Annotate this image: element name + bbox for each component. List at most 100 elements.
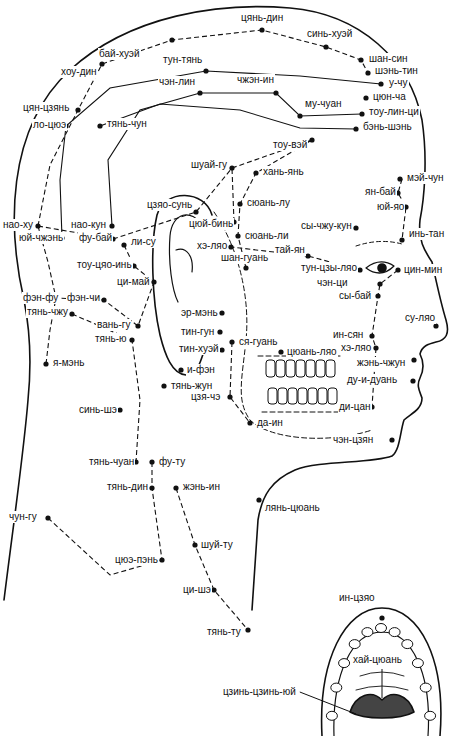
acupoint-dot bbox=[410, 378, 415, 383]
point-label: тянь-ю bbox=[94, 333, 128, 345]
meridian-line bbox=[113, 140, 312, 239]
acupoint-dot bbox=[45, 515, 50, 520]
point-label: ду-и-дуань bbox=[346, 374, 398, 386]
acupoint-dot bbox=[173, 485, 178, 490]
point-label: ци-шэ bbox=[182, 584, 212, 596]
acupoint-dot bbox=[373, 345, 378, 350]
acupoint-dot bbox=[117, 407, 122, 412]
point-label: фэн-чи bbox=[66, 292, 101, 304]
point-label: цзяо-сунь bbox=[146, 199, 193, 211]
point-label: бэнь-шэнь bbox=[362, 121, 413, 133]
point-label: цюань-ляо bbox=[286, 346, 338, 358]
meridian-line bbox=[38, 30, 368, 226]
point-label: синь-хуэй bbox=[306, 28, 353, 40]
point-label: сы-бай bbox=[338, 290, 372, 302]
point-label: фэн-фу bbox=[22, 292, 59, 304]
tongue bbox=[350, 695, 414, 718]
meridian-line bbox=[48, 518, 162, 575]
point-label: чэн-лин bbox=[158, 76, 196, 88]
point-label: инь-тан bbox=[408, 228, 445, 240]
inset-tooth bbox=[425, 711, 436, 720]
acupoint-dot bbox=[375, 293, 380, 298]
inset-tooth bbox=[412, 659, 423, 668]
acupoint-dot bbox=[365, 70, 370, 75]
meridian-line bbox=[176, 488, 248, 630]
point-label: цянь-дин bbox=[240, 12, 284, 24]
acupoint-dot bbox=[35, 223, 40, 228]
acupoint-dot bbox=[353, 225, 358, 230]
point-label: юй-яо bbox=[376, 201, 405, 213]
point-label: нао-кун bbox=[70, 219, 107, 231]
acupoint-dot bbox=[378, 81, 383, 86]
point-label: эр-мэнь bbox=[180, 307, 219, 319]
acupoint-dot bbox=[411, 357, 416, 362]
point-label: цян-цзянь bbox=[22, 102, 70, 114]
point-label: цюн-ча bbox=[372, 91, 407, 103]
acupoint-dot bbox=[149, 485, 154, 490]
acupoint-dot bbox=[397, 176, 402, 181]
mouth-outer bbox=[322, 608, 441, 736]
point-label: ян-бай bbox=[364, 186, 397, 198]
point-label: хай-цюань bbox=[352, 654, 403, 666]
upper-tooth bbox=[266, 360, 275, 377]
acupoint-dot bbox=[97, 123, 102, 128]
acupoint-dot bbox=[309, 137, 314, 142]
point-label: ци-май bbox=[116, 276, 151, 288]
point-label: бай-хуэй bbox=[98, 48, 141, 60]
neck-back-outline bbox=[4, 300, 30, 600]
meridian-line bbox=[72, 314, 140, 462]
point-label: хэ-ляо bbox=[196, 240, 228, 252]
acupoint-dot bbox=[357, 267, 362, 272]
acupoint-dot bbox=[219, 347, 224, 352]
acupoint-dot bbox=[203, 68, 208, 73]
upper-tooth bbox=[326, 360, 335, 377]
mouth-palate bbox=[334, 632, 429, 736]
acupoint-dot bbox=[245, 627, 250, 632]
point-label: шуай-гу bbox=[190, 159, 228, 171]
acupoint-dot bbox=[395, 267, 400, 272]
point-label: чжэн-ин bbox=[236, 74, 275, 86]
point-label: сюань-ли bbox=[244, 230, 290, 242]
head-outline bbox=[14, 7, 447, 610]
acupoint-dot bbox=[135, 323, 140, 328]
leader-line bbox=[300, 692, 356, 714]
point-label: тун-тянь bbox=[162, 54, 203, 66]
acupoint-dot bbox=[227, 394, 232, 399]
lower-tooth bbox=[318, 388, 327, 404]
point-label: ин-сян bbox=[332, 329, 364, 341]
upper-tooth bbox=[296, 360, 305, 377]
point-label: лянь-цюань bbox=[264, 502, 321, 514]
acupoint-dot bbox=[178, 367, 183, 372]
acupoint-dot bbox=[159, 557, 164, 562]
point-label: тянь-чжу bbox=[26, 306, 69, 318]
meridian-line bbox=[372, 270, 398, 407]
inset-tooth bbox=[389, 628, 400, 637]
point-label: ли-су bbox=[130, 236, 157, 248]
point-label: цин-мин bbox=[403, 264, 443, 276]
acupoint-dot bbox=[273, 90, 278, 95]
point-label: цзинь-цзинь-юй bbox=[222, 686, 297, 698]
acupoint-dot bbox=[247, 420, 252, 425]
acupoint-dot bbox=[389, 437, 394, 442]
point-label: ся-гуань bbox=[238, 336, 279, 348]
inset-tooth bbox=[326, 711, 337, 720]
meridian-line bbox=[232, 168, 234, 222]
point-label: тун-цзы-ляо bbox=[300, 262, 358, 274]
acupoint-dot bbox=[237, 201, 242, 206]
point-label: цюй-бинь bbox=[188, 218, 234, 230]
acupoint-dot bbox=[278, 349, 283, 354]
point-label: и-фэн bbox=[186, 364, 216, 376]
acupoint-dot bbox=[75, 107, 80, 112]
acupoint-dot bbox=[323, 44, 328, 49]
point-label: хоу-дин bbox=[60, 66, 98, 78]
acupoint-dot bbox=[253, 170, 258, 175]
point-label: тин-хуэй bbox=[178, 343, 220, 355]
point-label: чун-гу bbox=[8, 511, 38, 523]
inset-tooth bbox=[402, 640, 413, 649]
acupoint-dot bbox=[101, 297, 106, 302]
point-label: вань-гу bbox=[96, 319, 131, 331]
acupoint-dot bbox=[151, 279, 156, 284]
point-label: тоу-цяо-инь bbox=[76, 259, 133, 271]
point-label: синь-шэ bbox=[78, 404, 118, 416]
acupoint-dot bbox=[363, 95, 368, 100]
